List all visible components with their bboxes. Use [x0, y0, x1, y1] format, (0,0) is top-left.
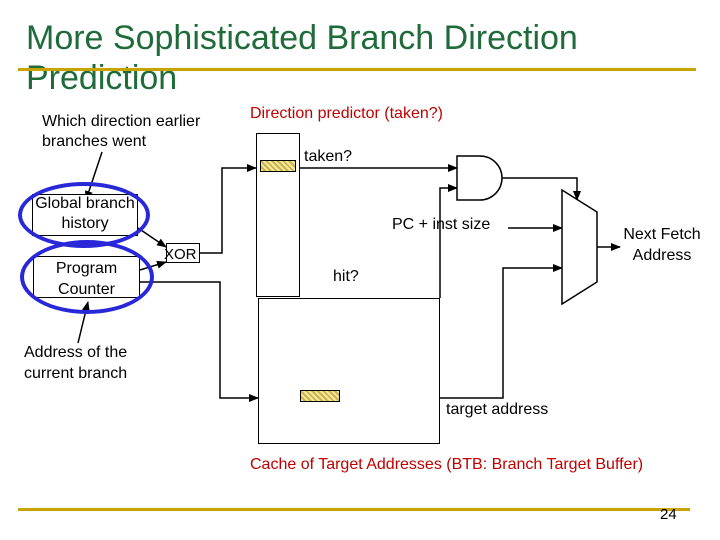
label-target-address: target address [446, 401, 549, 418]
page-number: 24 [660, 506, 677, 523]
direction-predictor-table [256, 133, 300, 297]
wire-target-to-mux [440, 264, 563, 399]
label-direction-predictor: Direction predictor (taken?) [250, 105, 443, 122]
btb-entry [300, 390, 340, 402]
label-pc-inst-size: PC + inst size [392, 216, 491, 233]
and-gate [456, 155, 503, 201]
wire-xor-to-predictor [200, 164, 257, 254]
highlight-oval-pc [20, 240, 154, 314]
label-program-counter: Program Counter [55, 260, 118, 298]
title-rule [18, 68, 696, 71]
wire-hit-to-and [439, 184, 458, 298]
label-global-history: Global branch history [35, 195, 135, 232]
slide-title: More Sophisticated Branch Direction Pred… [26, 19, 578, 97]
wire-history-to-xor [137, 227, 167, 248]
mux [561, 188, 598, 306]
label-xor: XOR [164, 246, 197, 263]
label-hit: hit? [333, 268, 359, 285]
footer-rule [18, 508, 690, 511]
label-which-direction: Which direction earlier branches went [42, 113, 201, 150]
wire-and-to-mux [502, 177, 581, 201]
predictor-entry [260, 160, 296, 172]
label-address-current: Address of the current branch [24, 344, 128, 382]
xor-unit [166, 243, 200, 263]
label-taken: taken? [304, 148, 353, 165]
btb-table [258, 298, 440, 444]
label-next-fetch: Next Fetch Address [623, 226, 701, 264]
label-btb: Cache of Target Addresses (BTB: Branch T… [250, 456, 644, 473]
wire-pc-to-btb [140, 281, 259, 402]
